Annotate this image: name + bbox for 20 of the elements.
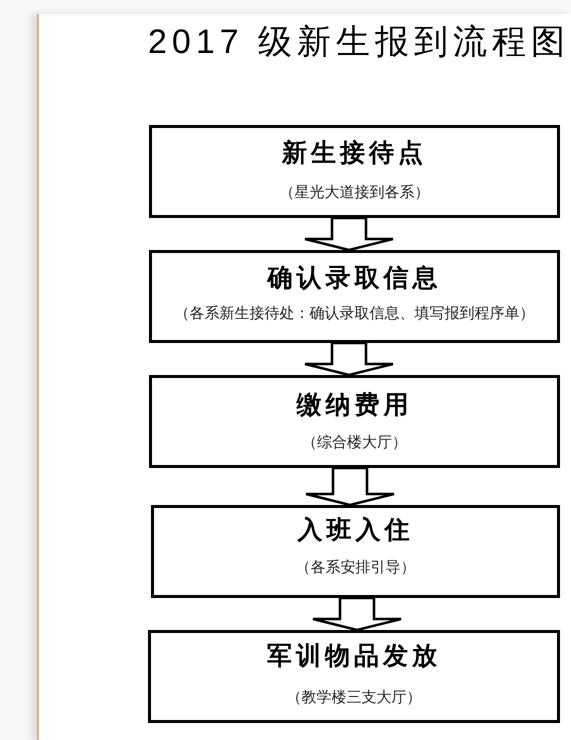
- process-box: [149, 125, 560, 218]
- process-box: [149, 250, 560, 343]
- step-note: （各系安排引导）: [296, 557, 416, 577]
- step-title: 军训物品发放: [267, 641, 441, 671]
- step-note: （星光大道接到各系）: [280, 182, 430, 202]
- step-note: （教学楼三支大厅）: [286, 687, 422, 707]
- process-box: [151, 505, 560, 598]
- step-title: 新生接待点: [282, 138, 427, 168]
- step-title: 确认录取信息: [268, 263, 442, 293]
- process-box: [148, 630, 560, 723]
- step-note: （综合楼大厅）: [302, 432, 407, 452]
- process-box: [149, 375, 560, 468]
- arrow: [304, 216, 394, 252]
- diagram-title: 2017 级新生报到流程图: [148, 22, 570, 63]
- step-note: （各系新生接待处：确认录取信息、填写报到程序单）: [174, 303, 534, 323]
- step-title: 入班入住: [298, 515, 414, 545]
- arrow: [304, 466, 396, 506]
- arrow: [312, 596, 402, 632]
- arrow: [304, 342, 394, 376]
- step-title: 缴纳费用: [296, 390, 412, 420]
